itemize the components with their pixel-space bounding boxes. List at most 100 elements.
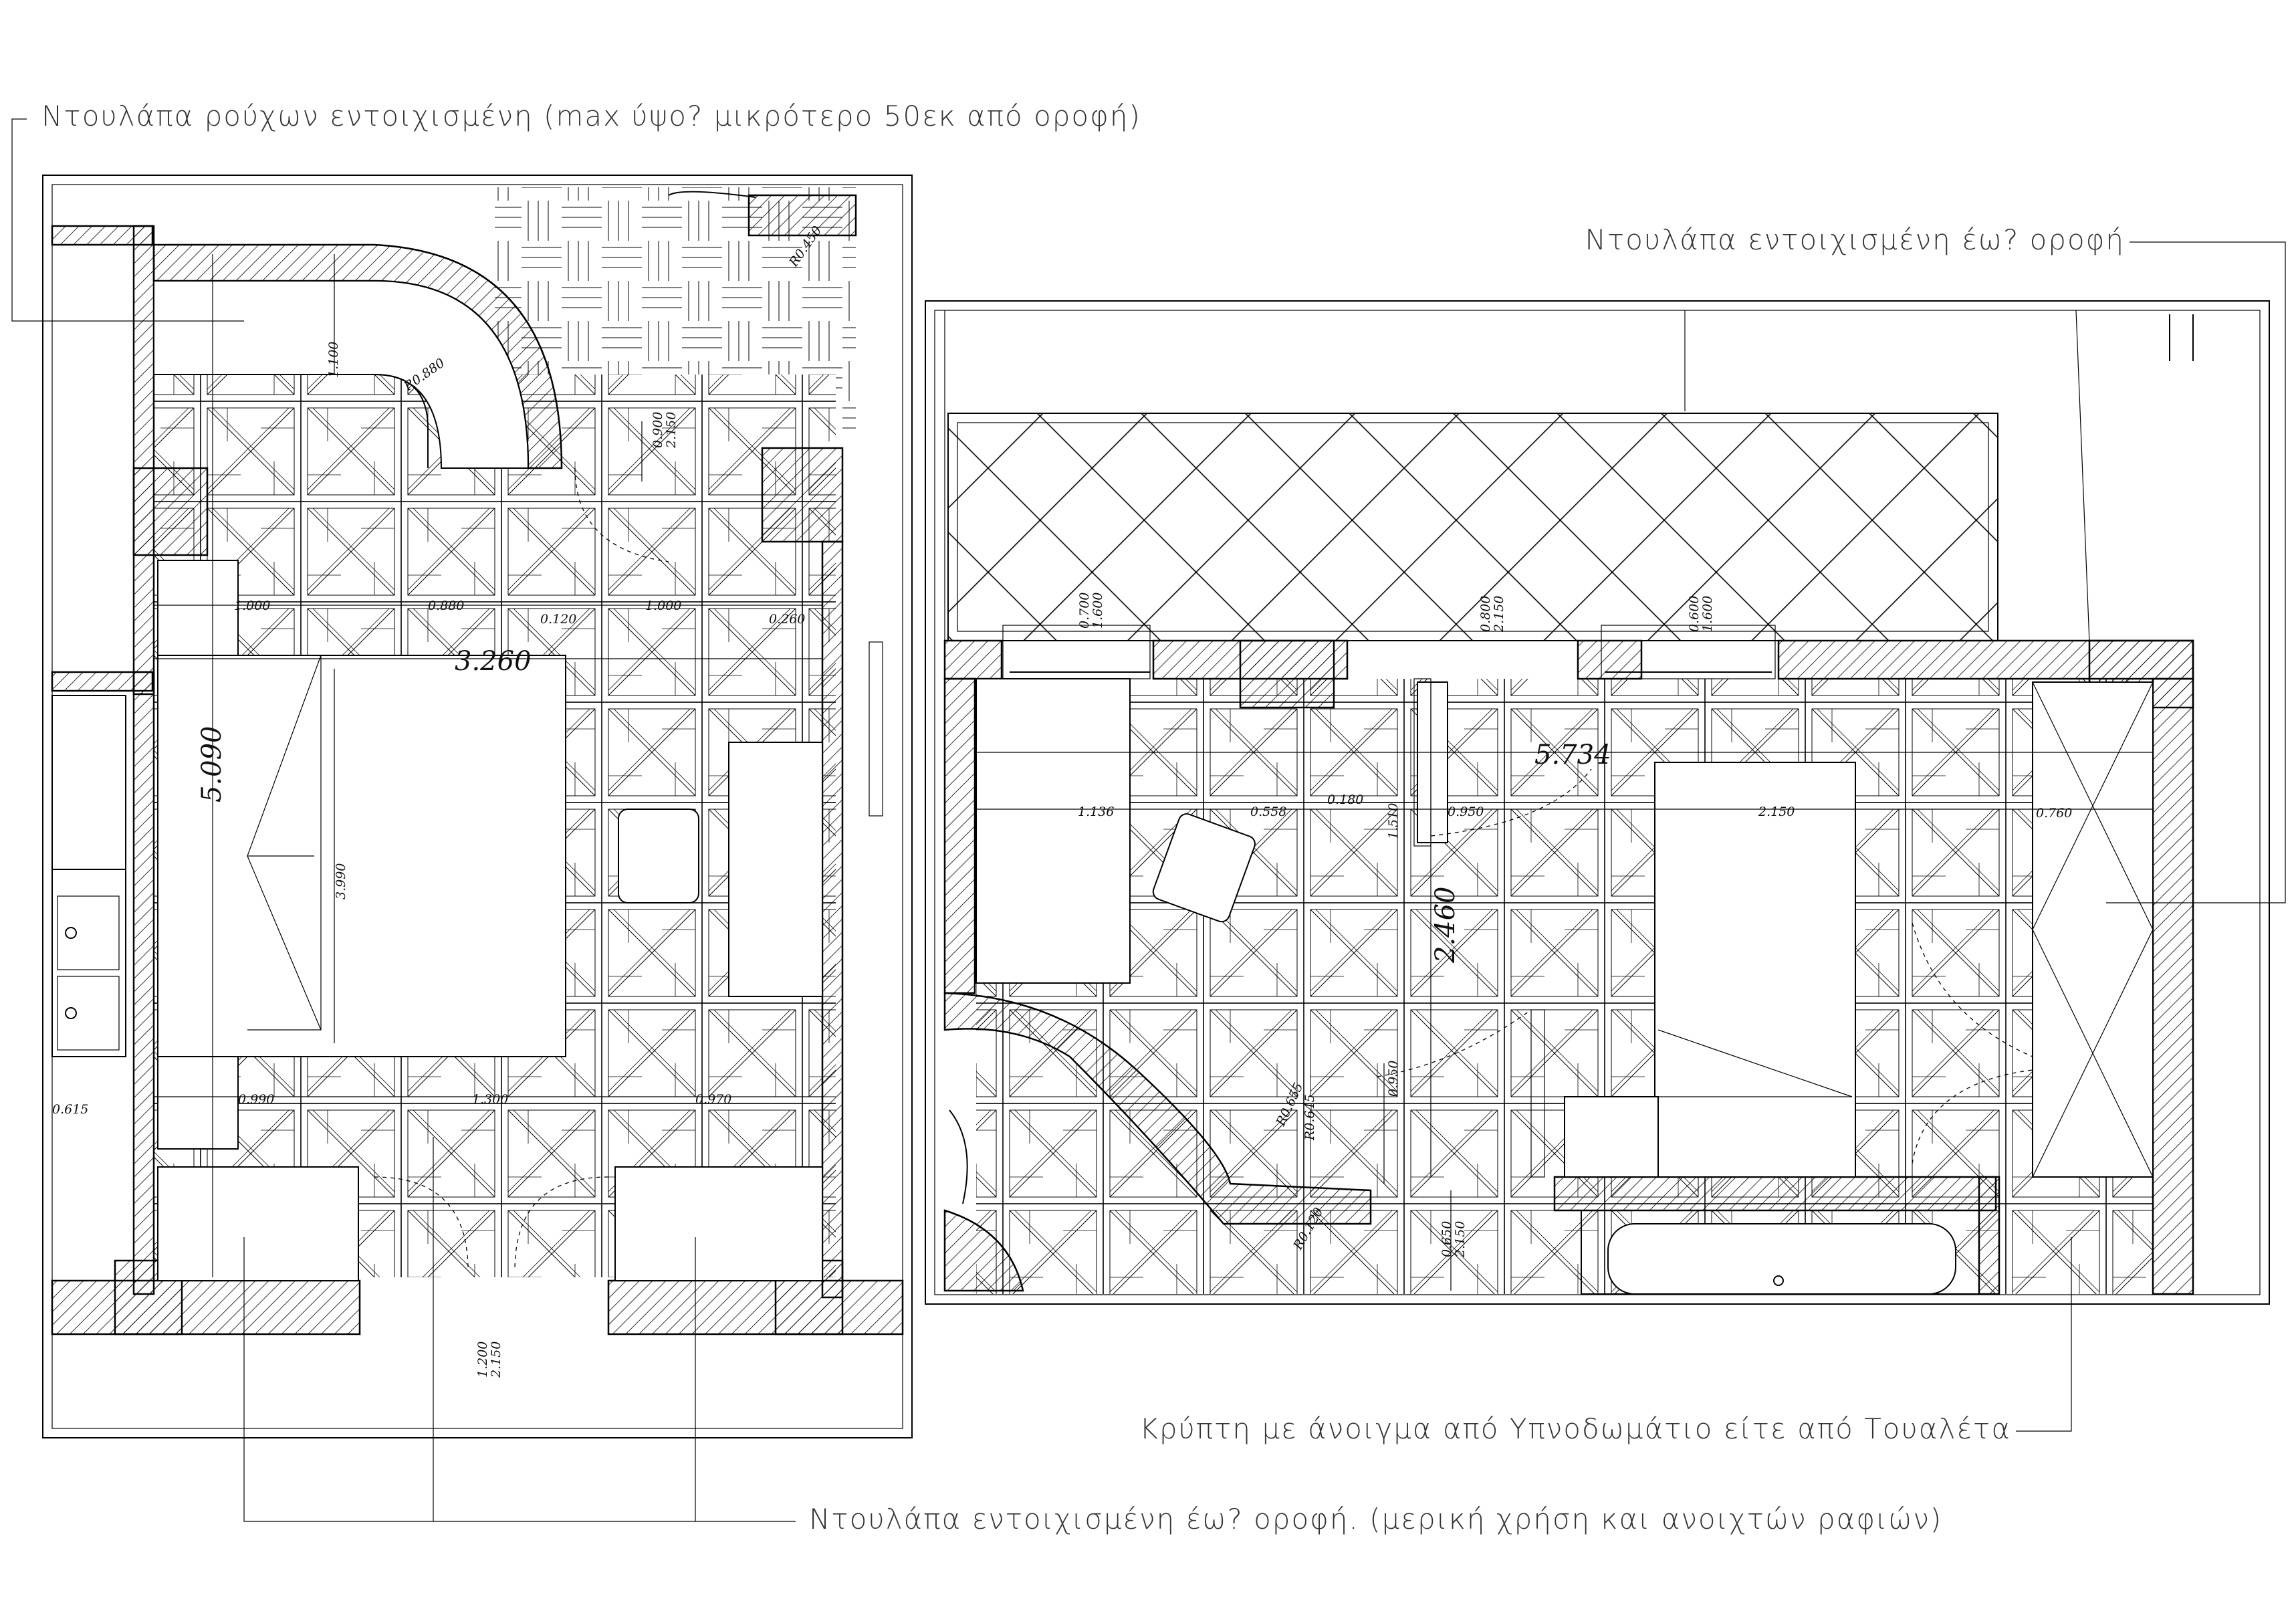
right-curved-wall: [943, 992, 1372, 1225]
left-dim-height: 5.090: [197, 726, 227, 802]
right-wall-bath-side: [1978, 1176, 2000, 1295]
left-dim-bed: 3.990: [334, 863, 348, 899]
left-sink-basin-2: [57, 976, 120, 1051]
left-door-swing-3: [574, 467, 669, 562]
left-wardrobe-inner-arc: [374, 374, 429, 468]
left-site-border: [42, 175, 913, 1438]
left-wardrobe-bottom-2: [614, 1166, 823, 1281]
right-dim-height: 2.460: [1430, 886, 1461, 964]
note-wardrobe-right: Ντουλάπα εντοιχισμένη έω? οροφή: [1585, 223, 2125, 256]
right-wardrobe: [975, 678, 1131, 984]
leader-wardrobe-bottom: [243, 1237, 796, 1522]
right-wall-right: [2152, 677, 2194, 1295]
right-bed: [1654, 762, 1856, 1178]
right-closet-x-2: [2032, 681, 2154, 930]
left-dim-bottom-3: 0.970: [695, 1092, 731, 1107]
left-door-swing-1: [374, 1176, 469, 1271]
right-wall-top-c: [1577, 639, 1643, 680]
left-side-cabinet-1: [51, 695, 126, 870]
right-closet-x-4: [2032, 929, 2154, 1178]
right-dim-door-a: 0.800: [1478, 596, 1493, 632]
right-door-panel-2: [1530, 1009, 1545, 1178]
left-dim-side: 0.615: [52, 1102, 88, 1117]
right-balcony-line-2: [2075, 310, 2090, 643]
right-door-swing-1: [1430, 768, 1592, 837]
left-dim-door-bottom-1: 1.200: [475, 1342, 490, 1378]
left-desk: [728, 742, 823, 997]
left-room-plan: [42, 175, 913, 1438]
left-wall-bottom-left: [51, 1279, 361, 1335]
right-bed-cover: [1657, 1029, 1853, 1097]
left-dim-top-2: 0.880: [428, 599, 464, 613]
right-dim-door-bottom-2: 2.150: [1453, 1221, 1468, 1258]
left-bed: [157, 655, 566, 1057]
left-dim-wardrobe-depth: 1.100: [326, 342, 341, 378]
left-sink-unit: [51, 869, 126, 1057]
right-dim-row-1: 1.136: [1078, 804, 1114, 819]
left-wardrobe-bottom-1: [157, 1166, 359, 1281]
right-dim-radius-b: R0.645: [1302, 1094, 1317, 1141]
left-sink-drain-2: [65, 1007, 77, 1019]
right-dim-width: 5.734: [1534, 740, 1611, 770]
right-wall-left: [943, 677, 976, 994]
right-bathtub: [1607, 1223, 1956, 1295]
right-dim-win2-b: 1.600: [1700, 596, 1715, 632]
left-wall-right: [821, 540, 844, 1299]
right-dim-row-4: 0.950: [1448, 804, 1484, 819]
leader-hidden: [2016, 1237, 2072, 1432]
note-wardrobe-left: Ντουλάπα ρούχων εντοιχισμένη (max ύψο? μ…: [41, 100, 1141, 132]
right-closet: [2032, 681, 2154, 1178]
left-chair: [618, 809, 699, 903]
right-dim-row-6: 0.760: [2036, 806, 2072, 821]
right-curve-arc: [949, 1109, 968, 1204]
left-dim-bottom-2: 1.300: [472, 1092, 508, 1107]
right-dim-door-b: 2.150: [1492, 596, 1506, 633]
right-wall-bath: [1553, 1176, 1997, 1212]
left-dim-door-top-2: 2.150: [664, 412, 679, 449]
right-site-border: [925, 300, 2270, 1305]
left-bed-fold-1: [247, 655, 322, 857]
right-door-swing-2: [1377, 1009, 1532, 1077]
left-dim-door-top-1: 0.900: [651, 412, 665, 448]
right-dim-door-bottom-1: 0.650: [1440, 1221, 1454, 1257]
right-dim-win1-b: 1.600: [1090, 593, 1105, 629]
left-bed-fold-2: [247, 855, 322, 1031]
left-column-2: [761, 447, 844, 543]
left-sink-drain-1: [65, 927, 77, 939]
right-bathtub-drain: [1773, 1275, 1784, 1286]
note-wardrobe-bottom: Ντουλάπα εντοιχισμένη έω? οροφή. (μερική…: [809, 1503, 1942, 1535]
right-dim-small-2: 0.950: [1386, 1061, 1401, 1097]
left-bed-cover: [247, 655, 322, 1031]
left-dim-top-5: 0.260: [769, 612, 805, 627]
left-wall-top-right: [748, 194, 857, 237]
right-dim-row-5: 2.150: [1758, 804, 1795, 819]
note-hidden-storage: Κρύπτη με άνοιγμα από Υπνοδωμάτιο είτε α…: [1139, 1412, 2011, 1445]
right-desk: [1417, 681, 1448, 843]
leader-wardrobe-left: [11, 118, 244, 322]
leader-lines: [11, 118, 2286, 1522]
right-dim-win2-a: 0.600: [1687, 596, 1702, 632]
right-balcony-tiles: [947, 413, 1998, 641]
right-door-swing-3: [1912, 922, 2033, 1057]
left-door-swing-2: [514, 1176, 609, 1271]
leader-wardrobe-right: [2106, 241, 2286, 903]
right-curve-corner: [943, 1209, 1024, 1292]
left-column-1: [132, 467, 209, 556]
right-column-1: [1239, 639, 1335, 709]
right-dim-win1-a: 0.700: [1077, 593, 1092, 629]
left-curve-top: [668, 191, 756, 198]
left-wall-left-lower: [132, 671, 155, 1295]
right-door-swing-4: [1912, 1069, 2033, 1164]
left-sliding-panel: [869, 641, 883, 817]
left-dim-width: 3.260: [455, 646, 532, 677]
left-wall-bottom-right: [607, 1279, 904, 1335]
right-dim-row-3: 0.180: [1327, 792, 1363, 807]
right-window-2: [1601, 625, 1776, 679]
left-wall-left-upper: [132, 225, 155, 695]
left-sink-basin-1: [57, 895, 120, 970]
right-dim-small-1: 1.510: [1386, 803, 1401, 839]
left-dim-bottom-1: 0.990: [238, 1092, 274, 1107]
left-dim-top-3: 0.120: [540, 612, 576, 627]
right-dim-row-2: 0.558: [1250, 804, 1286, 819]
